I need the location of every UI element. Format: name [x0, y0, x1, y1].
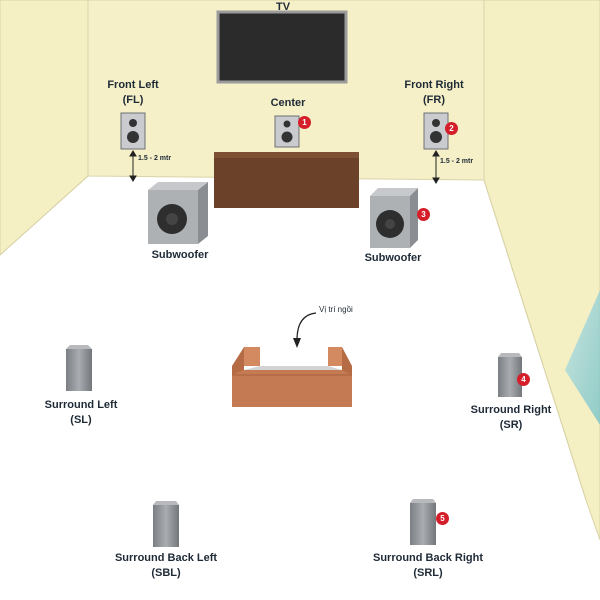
- surround-back-right-label: Surround Back Right (SRL): [373, 551, 483, 581]
- front-right-speaker: [423, 112, 449, 150]
- subwoofer-right-label: Subwoofer: [365, 251, 422, 266]
- center-label: Center: [271, 96, 306, 111]
- badge-1: 1: [298, 116, 311, 129]
- front-left-label: Front Left (FL): [107, 78, 158, 108]
- surround-back-left-name: Surround Back Left: [114, 552, 218, 564]
- badge-5: 5: [436, 512, 449, 525]
- center-speaker: [274, 115, 300, 148]
- surround-back-left-label: Surround Back Left (SBL): [115, 551, 217, 581]
- floor-edge-right: [483, 179, 587, 501]
- subwoofer-right-name: Subwoofer: [364, 252, 422, 264]
- surround-left-speaker: [66, 345, 92, 391]
- distance-arrow-left: [129, 150, 137, 182]
- right-wall: [483, 0, 600, 541]
- badge-4: 4: [517, 373, 530, 386]
- front-left-abbr: (FL): [122, 94, 144, 106]
- seating-position-label: Vị trí ngồi: [319, 305, 353, 314]
- subwoofer-left: [148, 182, 208, 244]
- surround-back-right-name: Surround Back Right: [372, 552, 484, 564]
- subwoofer-right: [370, 188, 418, 248]
- left-wall: [0, 0, 89, 256]
- front-left-name: Front Left: [107, 79, 159, 91]
- front-right-label: Front Right (FR): [404, 78, 463, 108]
- front-right-name: Front Right: [404, 79, 464, 91]
- distance-arrow-right: [432, 150, 440, 184]
- center-name: Center: [270, 97, 306, 109]
- surround-back-right-speaker: [410, 499, 436, 545]
- floor-edge-left: [0, 175, 89, 256]
- seat-pointer-arrow: [293, 312, 317, 348]
- badge-2: 2: [445, 122, 458, 135]
- surround-back-right-abbr: (SRL): [413, 567, 443, 579]
- distance-label-right: 1.5 - 2 mtr: [440, 158, 474, 165]
- surround-right-abbr: (SR): [499, 419, 523, 431]
- glass-decoration: [565, 290, 600, 425]
- tv-label: TV: [276, 0, 290, 15]
- tv-cabinet-shade: [214, 152, 359, 158]
- surround-right-label: Surround Right (SR): [471, 403, 552, 433]
- subwoofer-left-name: Subwoofer: [151, 249, 209, 261]
- front-left-speaker: [120, 112, 146, 150]
- surround-left-name: Surround Left: [44, 399, 118, 411]
- surround-right-name: Surround Right: [470, 404, 552, 416]
- distance-label-left: 1.5 - 2 mtr: [138, 155, 172, 162]
- front-right-abbr: (FR): [422, 94, 445, 106]
- tv-label-text: TV: [275, 1, 291, 13]
- surround-back-left-abbr: (SBL): [151, 567, 181, 579]
- surround-left-label: Surround Left (SL): [45, 398, 118, 428]
- subwoofer-left-label: Subwoofer: [152, 248, 209, 263]
- surround-left-abbr: (SL): [70, 414, 92, 426]
- sofa: [232, 347, 352, 407]
- surround-back-left-speaker: [153, 501, 179, 547]
- tv-screen: [216, 10, 348, 84]
- tv-cabinet: [214, 152, 359, 208]
- badge-3: 3: [417, 208, 430, 221]
